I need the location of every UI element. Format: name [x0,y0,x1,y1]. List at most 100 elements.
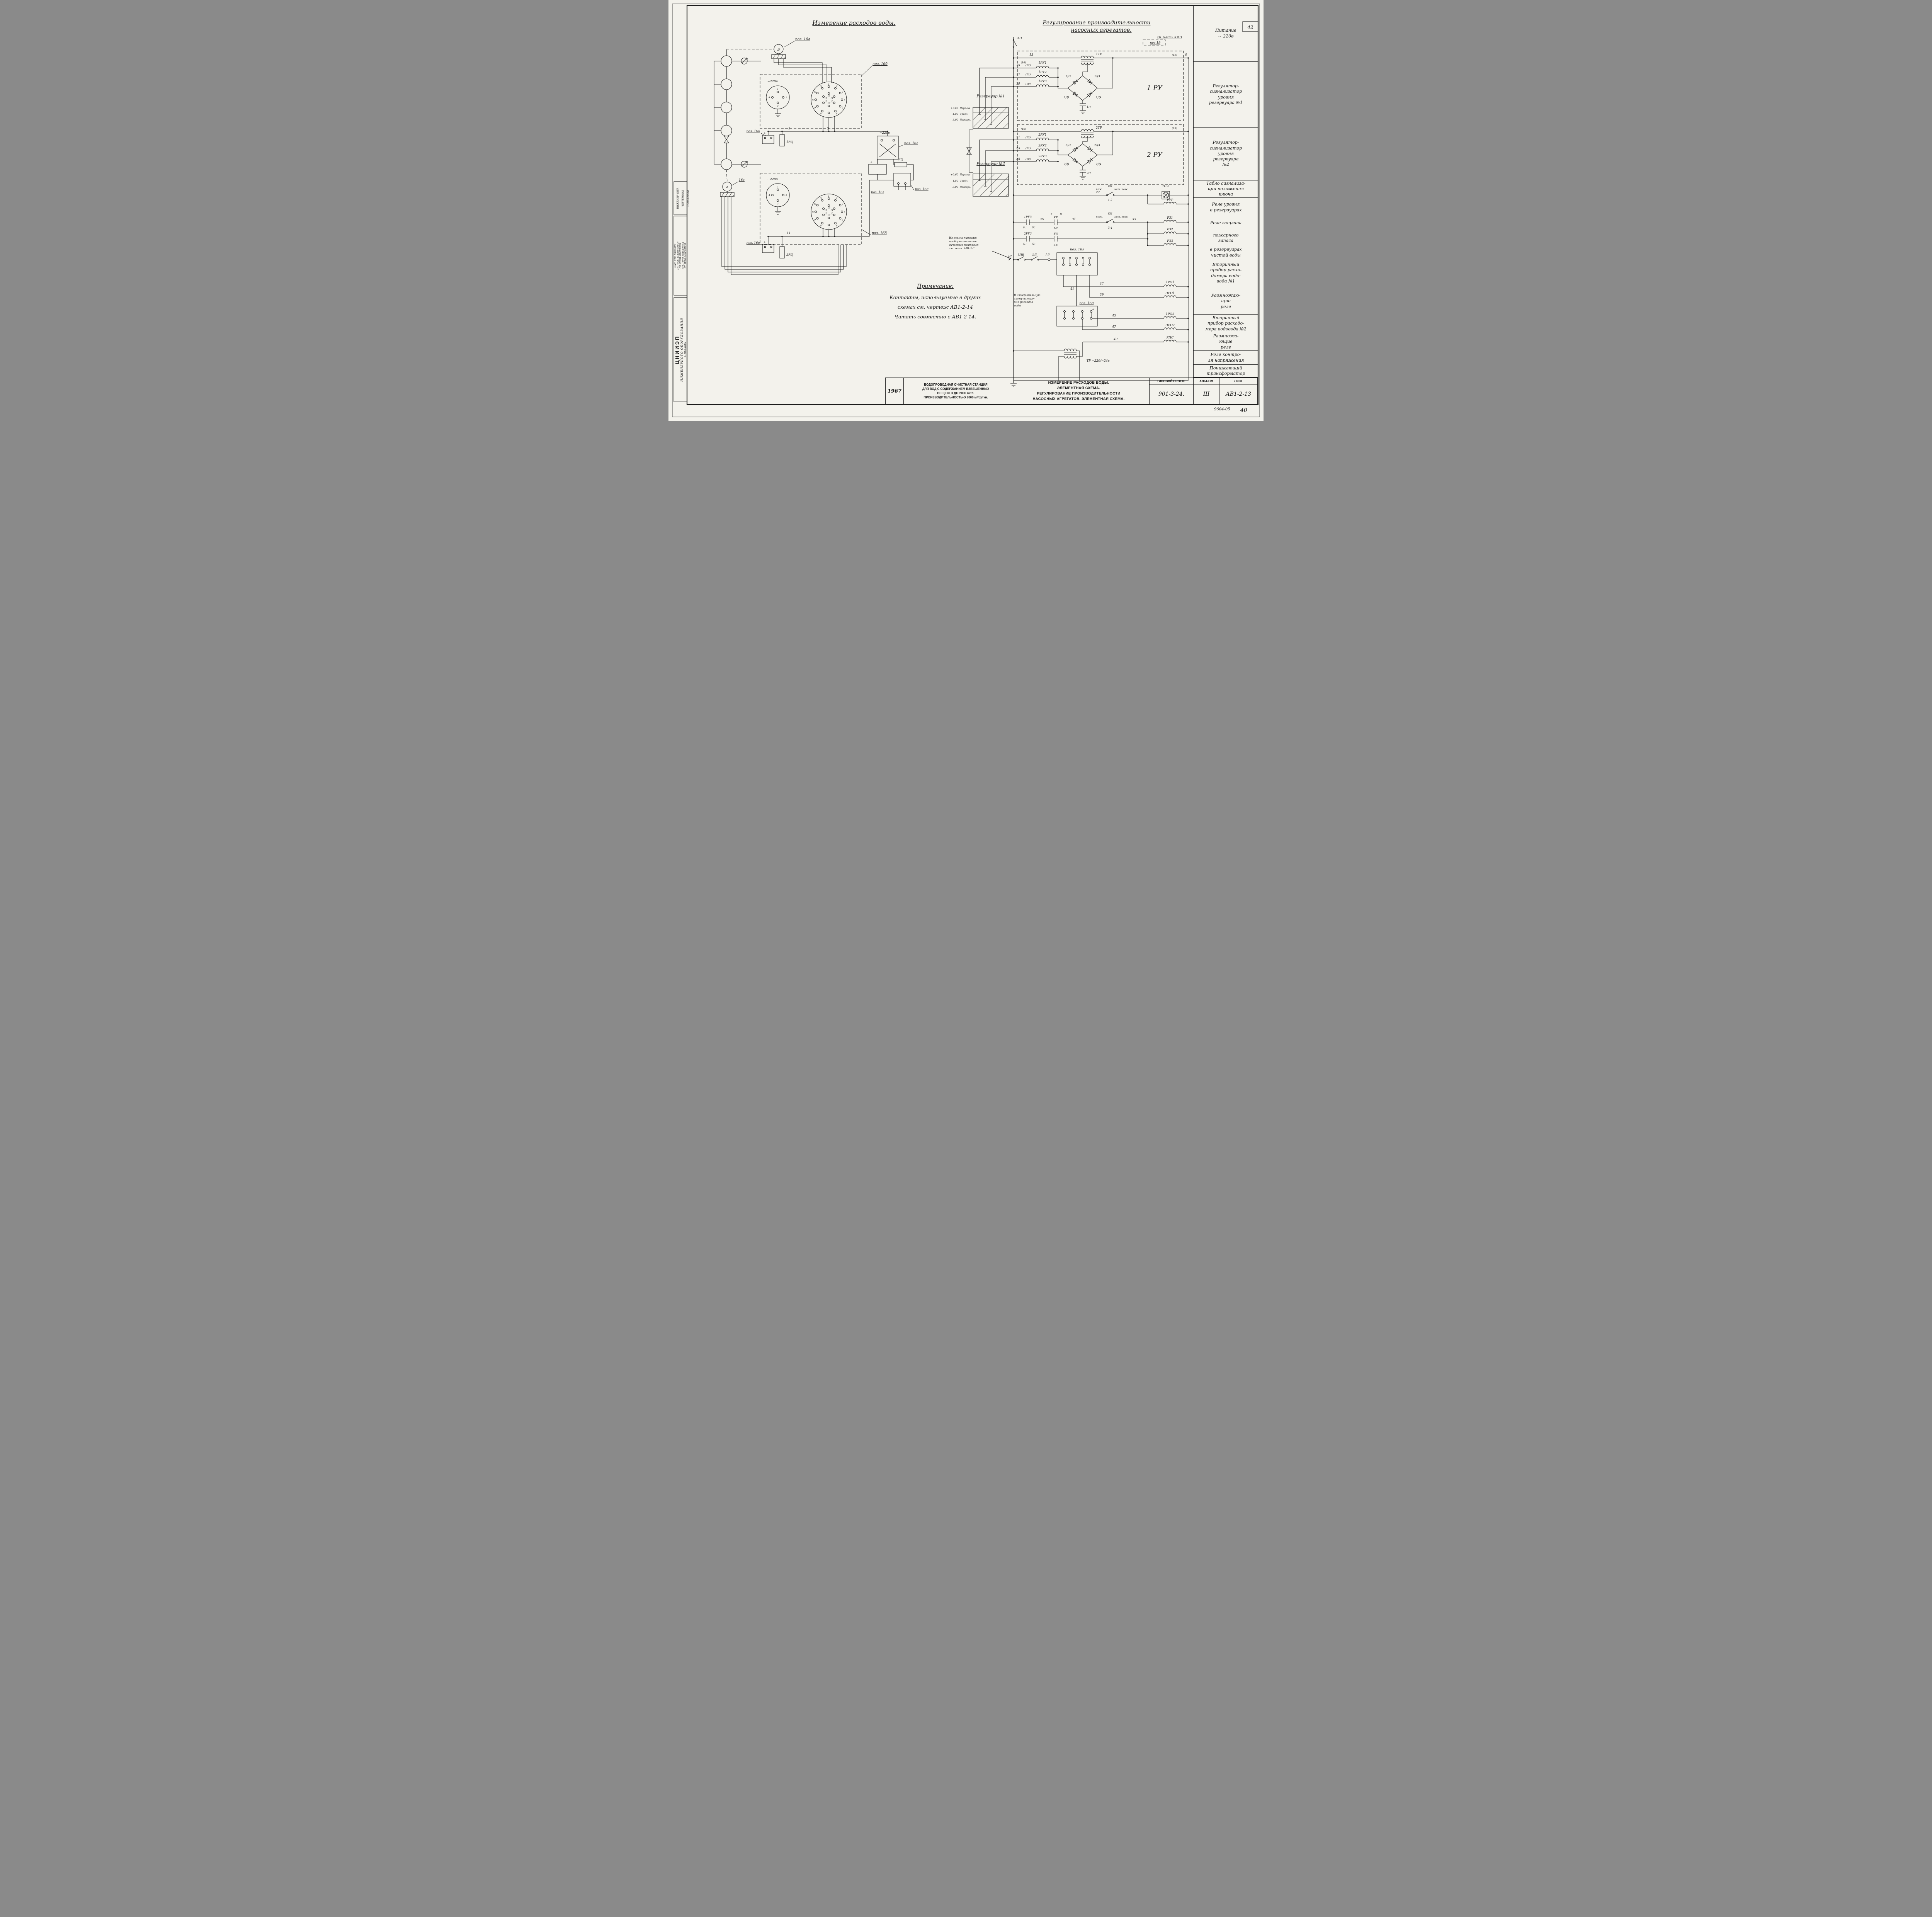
wire-19: 19 [1016,82,1020,85]
relay-2ro1: ПРО1 [1165,291,1175,295]
wire-11: 11 [787,231,791,235]
box-pos16d-lower [1056,306,1098,327]
relay-rz1: РЗ1 [1167,216,1173,219]
rq2-label: 2RQ [786,253,793,257]
term12-2: (12) [1026,136,1031,139]
conn2-voltage: ~220в [767,177,778,181]
title-block-year: 1967 [886,378,904,404]
tank1-word2: Средн. [960,113,968,116]
wire-49: 49 [1113,337,1117,341]
right-title-2: насосных агрегатов. [1071,27,1131,33]
right-column-row-12: Реле контро- ля напряжения [1194,351,1258,365]
batm-plus: + [870,161,872,164]
tr1-label: 1ТР [1096,53,1102,56]
right-column-row-11: Размножа- ющие реле [1194,333,1258,351]
wire-15: 15 [1016,63,1020,67]
album-number: III [1203,391,1210,397]
ur-p: П [1060,213,1062,216]
battery-1-pos16v [762,135,774,144]
title-block-sheet-title: ИЗМЕРЕНИЕ РАСХОДОВ ВОДЫ. ЭЛЕМЕНТНАЯ СХЕМ… [1008,378,1150,404]
kp2-34: 3-4 [1108,226,1112,230]
title-block-list: ЛИСТ АВ1-2-13 [1219,378,1257,404]
lamp-box [1162,191,1170,199]
title-block-project: ТИПОВОЙ ПРОЕКТ 901-3-24. [1150,378,1194,404]
term10-1: (10) [1026,82,1031,85]
transformer-secondary [1064,356,1077,359]
relay-1ro2: 1РО2 [1166,312,1174,316]
flow-meters [714,49,774,182]
pin-1: 1 [777,186,779,188]
uz-label: УЗ [1054,232,1058,236]
pin-3: 3 [777,203,779,205]
pin-2: 2 [785,194,787,197]
tank2-mark2: -1.80 [952,179,958,182]
flow-instruments-circuit [1014,252,1188,381]
a2-label: А2 [1007,255,1012,258]
sidebar-signatures-top: ИНЖЕНЕР ЧЕБА ЧЕРТЕЖНИК ПОВСТЯНАЯ [677,187,689,209]
d4-1: 1Д4 [1096,96,1102,99]
coil-1ru1: 1РУ1 [1038,61,1046,65]
sheet-number: 42 [1247,25,1253,30]
pin-1: 1 [828,195,830,197]
d2-2: 2Д2 [1065,144,1071,147]
right-column-row-7: в резервуарах чистой воды [1194,247,1258,258]
pin-11: 11 [814,203,816,205]
term16-2: (16) [1021,128,1026,131]
wire-23: 23 [1016,146,1020,150]
pin-1: 1 [828,83,830,85]
pin-3: 3 [777,105,779,107]
pin-6: 6 [836,225,838,227]
bat2-plus: + [764,241,766,244]
wire-27: 27 [1095,191,1100,194]
coil-2ru1: 2РУ1 [1038,133,1046,136]
pin-2: 2 [785,97,787,99]
a6-label: А6 [1045,253,1050,256]
pin-6: 6 [836,112,838,115]
pin-3: 3 [842,91,844,93]
d2-1: 1Д2 [1065,75,1071,78]
contact-1ru3-t1: (1) [1023,226,1027,229]
right-column-row-1: Регулятор- сигнализатор уровня резервуар… [1194,62,1258,128]
pin-5: 5 [842,219,844,221]
transformer-primary [1064,349,1077,351]
pin-8: 8 [820,225,822,227]
tank1-title: Резервуар №1 [976,94,1005,99]
relaybox-voltage: ~220в [879,131,890,134]
term16-1: (16) [1021,61,1026,64]
schematic-labels: Измерение расходов воды.поз. 16аБ~220впо… [726,19,1253,413]
regulator-2ru [1014,124,1188,185]
title-block-station: ВОДОПРОВОДНАЯ ОЧИСТНАЯ СТАНЦИЯ ДЛЯ ВОД С… [904,378,1008,404]
uz-56: 5-6 [1054,243,1058,247]
pin-14: 14 [830,97,833,99]
wire-37: 37 [1100,282,1104,286]
pos16v-upper: поз. 16в [747,129,760,133]
pos16v-lower: поз. 16в [747,241,760,245]
pin-14: 14 [830,209,833,211]
pos19-bracket [1143,39,1166,46]
pin-15: 15 [830,213,833,215]
feed-note-2: приборов техноло- [949,240,977,243]
rq1-label: 1RQ [786,140,793,144]
switch-el [1031,256,1039,261]
wire-1: 1 [788,127,790,130]
tank2-word2: Средн. [960,180,968,182]
ur-label: УР [1053,216,1058,219]
wire-39: 39 [1100,293,1104,296]
relay-rur: РУР [1167,198,1173,202]
d3-1: 1Д3 [1094,75,1100,78]
meas-note-1: В измерительную [1014,294,1041,297]
note-block: Примечание: Контакты, используемые в дру… [880,283,990,321]
term12-1: (12) [1026,64,1031,67]
pin-2: 2 [836,85,838,87]
title-block: 1967 ВОДОПРОВОДНАЯ ОЧИСТНАЯ СТАНЦИЯ ДЛЯ … [885,378,1258,405]
pin-9: 9 [815,219,816,221]
pin-7: 7 [828,115,830,117]
pin-16: 16 [828,102,830,105]
project-label: ТИПОВОЙ ПРОЕКТ [1150,378,1193,384]
right-column-row-5: Реле запрета [1194,217,1258,229]
pin-16: 16 [828,214,830,217]
